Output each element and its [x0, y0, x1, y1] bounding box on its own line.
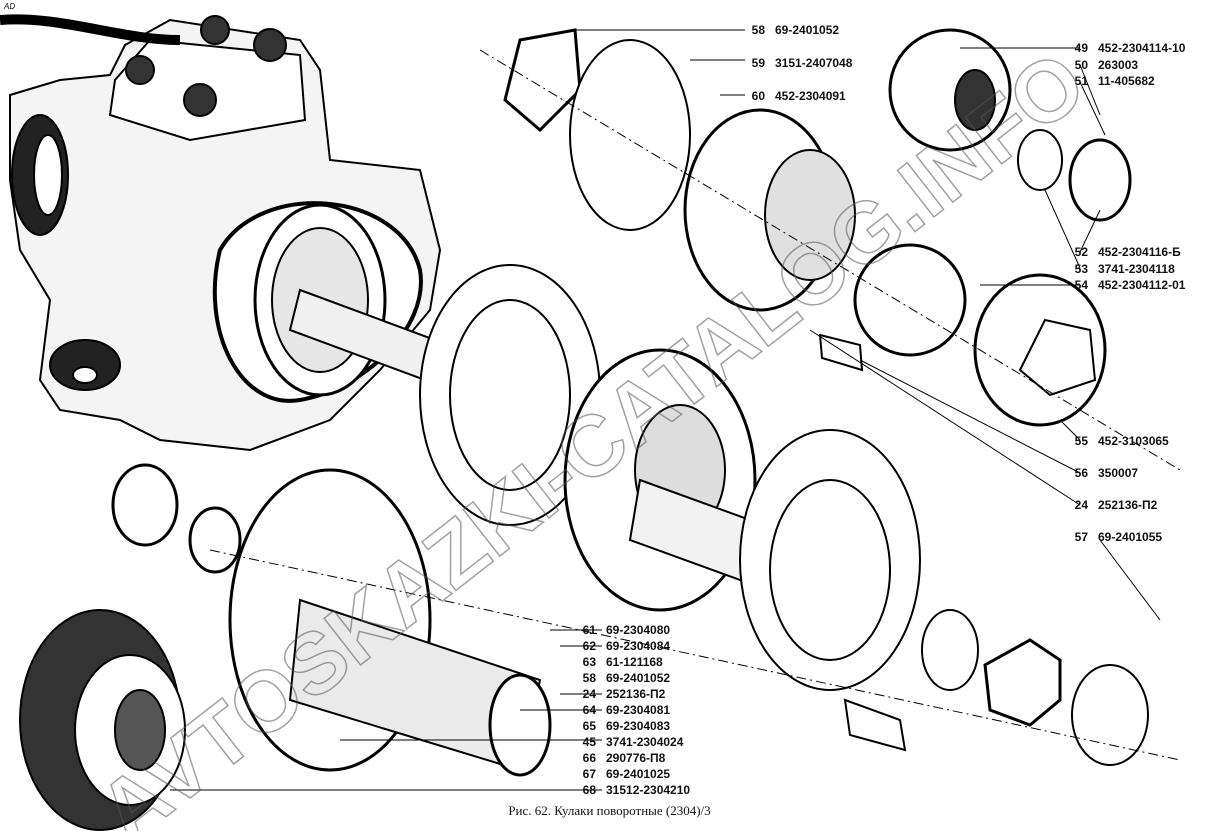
nut-58-top [503, 28, 582, 133]
cap-55-hex [1018, 318, 1097, 397]
bolt-66 [843, 698, 907, 752]
corner-mark: AD [4, 2, 16, 11]
ring-52 [1068, 138, 1132, 222]
hub-60-bore [764, 149, 856, 281]
gear-49-bore [954, 69, 996, 131]
gear-54 [853, 243, 967, 357]
axis-lines [209, 49, 1181, 761]
nut-53 [1017, 129, 1063, 191]
spindle [228, 468, 552, 777]
lock-washer-57 [1071, 664, 1149, 766]
knuckle-housing [0, 14, 442, 452]
leader-lines [170, 29, 1161, 791]
gasket-59 [569, 39, 691, 231]
bushing-65 [188, 506, 242, 574]
hub-68 [19, 609, 186, 831]
figure-caption: Рис. 62. Кулаки поворотные (2304)/3 [508, 803, 711, 818]
nut-58 [983, 638, 1062, 727]
washer-63 [921, 609, 979, 691]
ring-64 [111, 463, 179, 547]
gasket-63 [739, 429, 921, 691]
